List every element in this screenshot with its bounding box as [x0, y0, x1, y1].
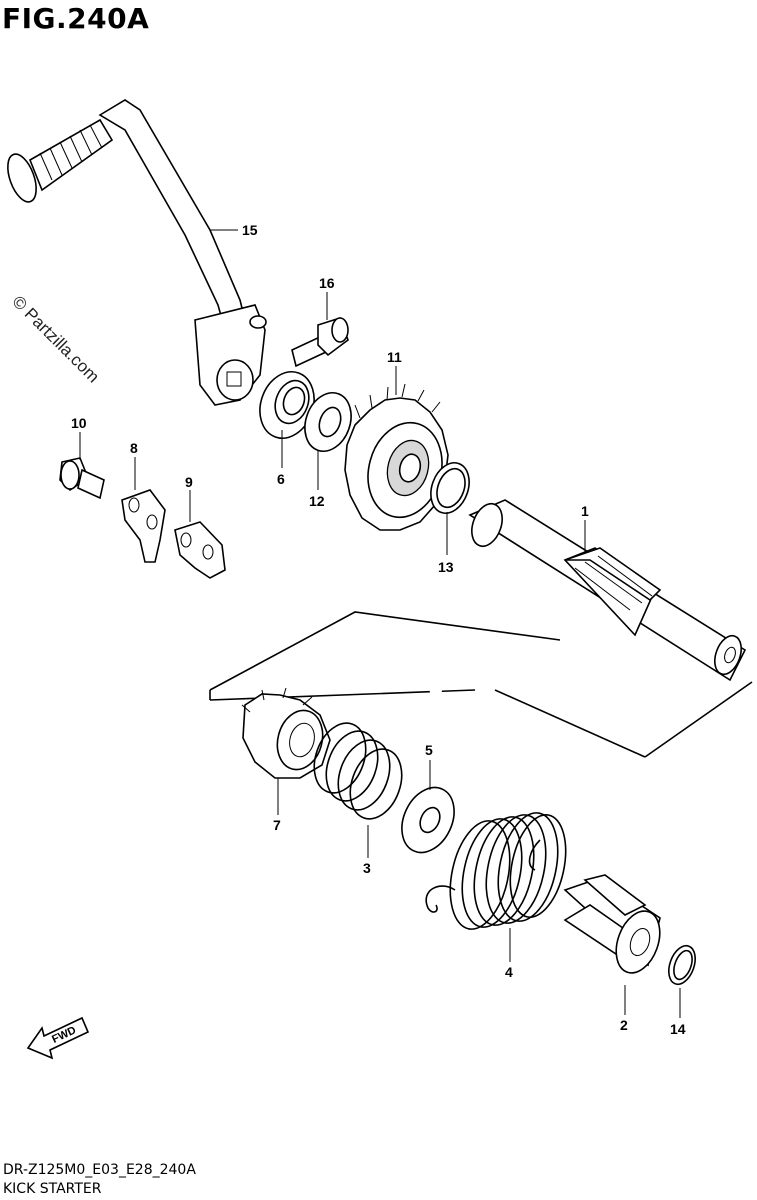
part-plate-8[interactable] — [121, 489, 166, 563]
callout-8: 8 — [130, 440, 138, 456]
callout-5: 5 — [425, 742, 433, 758]
callout-6: 6 — [277, 471, 285, 487]
part-washer-5[interactable] — [392, 779, 464, 861]
callout-13: 13 — [438, 559, 454, 575]
part-bolt-10[interactable] — [59, 457, 105, 500]
callout-7: 7 — [273, 817, 281, 833]
callout-labels: 15 16 11 10 8 9 6 12 13 1 7 3 5 4 2 14 — [71, 222, 686, 1037]
part-circlip-13[interactable] — [424, 457, 476, 518]
page-title: FIG.240A — [2, 2, 150, 35]
part-kick-lever[interactable] — [2, 99, 267, 406]
part-plate-9[interactable] — [174, 521, 226, 579]
part-oil-seal-6[interactable] — [251, 364, 323, 446]
callout-14: 14 — [670, 1021, 686, 1037]
part-washer-12[interactable] — [297, 386, 359, 457]
figure-name: KICK STARTER — [3, 1181, 102, 1197]
callout-2: 2 — [620, 1017, 628, 1033]
part-circlip-14[interactable] — [664, 942, 700, 988]
callout-16: 16 — [319, 275, 335, 291]
part-guide-2[interactable] — [563, 874, 668, 979]
callout-1: 1 — [581, 503, 589, 519]
callout-12: 12 — [309, 493, 325, 509]
part-drive-gear-7[interactable] — [241, 687, 331, 779]
part-return-spring-4[interactable] — [425, 807, 574, 934]
part-shaft-1[interactable] — [466, 499, 747, 682]
callout-15: 15 — [242, 222, 258, 238]
callout-4: 4 — [505, 964, 513, 980]
figure-code: DR-Z125M0_E03_E28_240A — [3, 1162, 196, 1178]
part-spring-3[interactable] — [305, 716, 411, 826]
part-bolt-16[interactable] — [291, 317, 349, 368]
fwd-arrow-icon: FWD — [26, 1016, 90, 1060]
callout-11: 11 — [387, 349, 402, 365]
callout-10: 10 — [71, 415, 87, 431]
callout-3: 3 — [363, 860, 371, 876]
callout-9: 9 — [185, 474, 193, 490]
part-gear-11[interactable] — [344, 383, 452, 531]
callout-leader-lines — [79, 229, 681, 1018]
